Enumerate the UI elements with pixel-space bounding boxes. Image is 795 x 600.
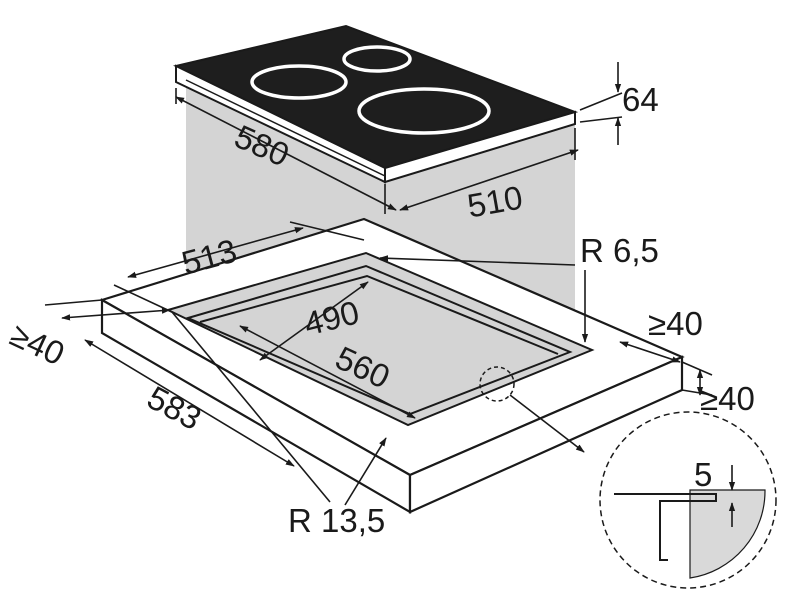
dim-40-front-ext1 bbox=[681, 361, 713, 376]
detail-leader bbox=[509, 394, 585, 453]
detail-view bbox=[599, 411, 777, 589]
label-r135: R 13,5 bbox=[288, 502, 385, 539]
detail-circle bbox=[599, 411, 777, 589]
dim-583-line bbox=[84, 339, 295, 467]
cutout-rebate bbox=[199, 274, 559, 355]
label-40-right: ≥40 bbox=[648, 305, 703, 342]
detail-cooktop-section bbox=[614, 493, 717, 561]
label-r65: R 6,5 bbox=[580, 232, 659, 269]
detail-marker bbox=[479, 366, 515, 402]
dim-r135-leader-a bbox=[171, 311, 331, 503]
label-5: 5 bbox=[694, 456, 712, 493]
label-64: 64 bbox=[622, 81, 659, 118]
dim-r65-leader bbox=[379, 255, 576, 266]
dim-40-left-line bbox=[61, 307, 171, 321]
label-40-left: ≥40 bbox=[5, 316, 70, 373]
dim-580-line bbox=[175, 96, 397, 211]
detail-counter-section bbox=[689, 489, 766, 579]
dim-40-left-ext bbox=[44, 299, 103, 306]
burner-small bbox=[342, 45, 412, 73]
dim-r135-leader-b bbox=[344, 437, 387, 506]
dim-64-ext-bottom bbox=[579, 116, 623, 123]
dim-510-line bbox=[399, 149, 579, 211]
dim-64-ext-top bbox=[579, 92, 623, 111]
dim-583-ext bbox=[113, 284, 173, 313]
dim-513-line bbox=[127, 227, 304, 278]
dimension-lines bbox=[44, 62, 713, 506]
label-40-front: ≥40 bbox=[700, 380, 755, 417]
dim-40-right-line bbox=[619, 341, 681, 363]
dim-513-ext bbox=[289, 221, 365, 241]
